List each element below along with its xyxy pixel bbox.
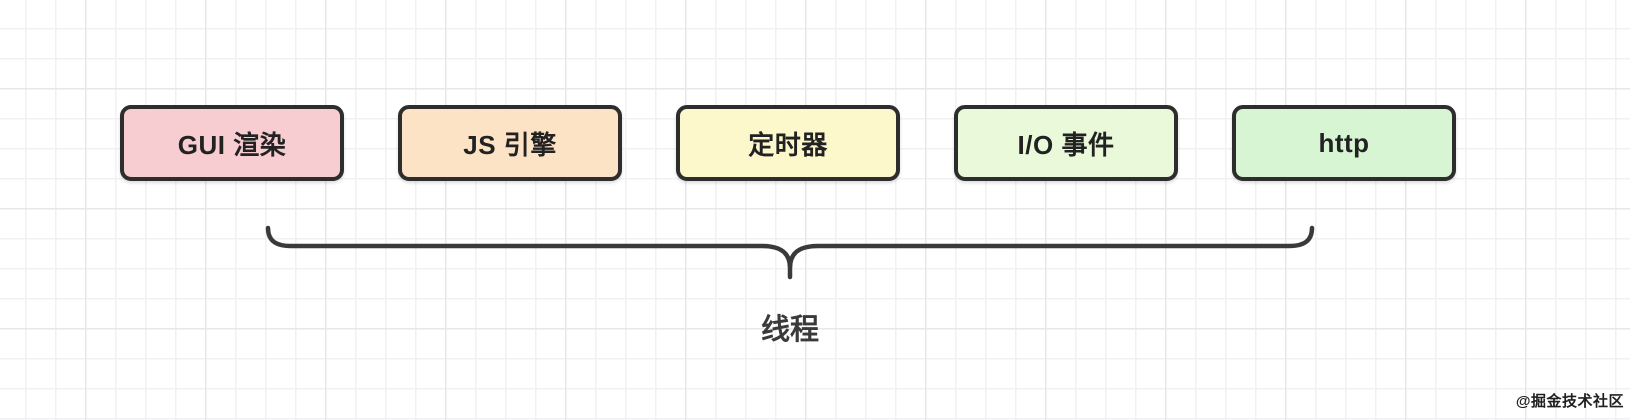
node-http-label: http (1318, 127, 1370, 158)
node-js-engine: JS 引擎 (398, 105, 622, 181)
node-gui-render-label: GUI 渲染 (177, 129, 287, 160)
watermark-juejin: @掘金技术社区 (1515, 393, 1624, 410)
node-io-event-label: I/O 事件 (1017, 129, 1115, 160)
brace-label-thread: 线程 (760, 314, 819, 346)
node-gui-render: GUI 渲染 (120, 105, 344, 181)
node-http: http (1232, 105, 1456, 181)
node-js-engine-label: JS 引擎 (463, 129, 557, 160)
node-io-event: I/O 事件 (954, 105, 1178, 181)
node-timer: 定时器 (676, 105, 900, 181)
node-timer-label: 定时器 (748, 129, 828, 160)
